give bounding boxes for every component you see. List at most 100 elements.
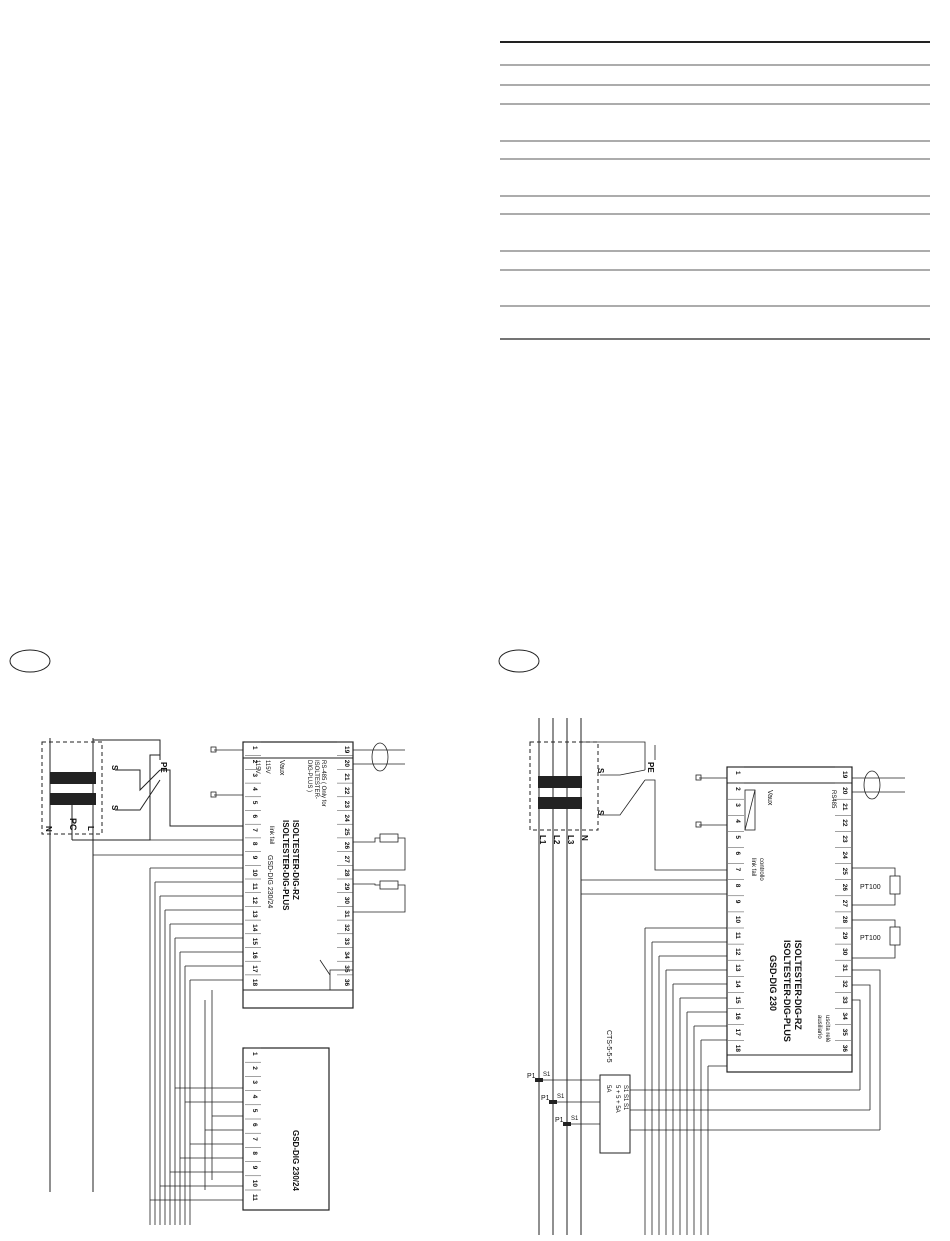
right-top-terminal-26: 26	[841, 884, 848, 892]
left-pc-label: PC	[68, 818, 78, 831]
right-s1-c: S1	[571, 1116, 579, 1122]
left-second-box-title: GSD-DIG 230/24	[291, 1130, 300, 1191]
right-bottom-terminal-5: 5	[734, 835, 741, 839]
right-top-terminal-34: 34	[841, 1013, 848, 1021]
left-vaux-label: Vaux	[278, 760, 285, 776]
left-second-terminal-8: 8	[251, 1151, 258, 1155]
right-top-terminal-29: 29	[841, 932, 848, 940]
right-transformer-box	[529, 741, 599, 831]
right-bottom-terminal-1: 1	[734, 771, 741, 775]
left-bottom-terminal-5: 5	[251, 801, 258, 805]
left-n-label: N	[44, 826, 53, 832]
left-second-terminal-7: 7	[251, 1137, 258, 1141]
right-link-fail-2: link fail	[750, 858, 756, 876]
left-link-fail: link fail	[268, 826, 274, 844]
right-section-badge	[498, 649, 540, 673]
left-bottom-terminal-3: 3	[251, 773, 258, 777]
left-top-terminal-34: 34	[343, 952, 350, 960]
left-bottom-terminal-1: 1	[251, 746, 258, 750]
right-phase-l3: L3	[566, 835, 575, 845]
left-second-terminal-2: 2	[251, 1066, 258, 1070]
left-bottom-terminal-6: 6	[251, 815, 258, 819]
right-box-title-b: ISOLTESTER-DIG-PLUS	[782, 940, 792, 1042]
right-bottom-terminal-8: 8	[734, 884, 741, 888]
left-top-terminal-31: 31	[343, 910, 350, 918]
left-diagram: PE PC N L S S 19202122232425262728293031…	[9, 649, 406, 1225]
left-second-terminal-9: 9	[251, 1166, 258, 1170]
right-phase-n: N	[580, 835, 589, 841]
left-bottom-terminal-8: 8	[251, 842, 258, 846]
right-bottom-terminal-18: 18	[734, 1045, 741, 1053]
left-bottom-terminal-4: 4	[251, 787, 258, 791]
right-relay-1: uscita relè	[824, 1015, 830, 1043]
left-box-title-a: ISOLTESTER-DIG-RZ	[291, 820, 300, 900]
right-p1-a: P1	[527, 1073, 536, 1080]
right-terminal-strips: 1920212223242526272829303132333435361234…	[728, 766, 851, 1053]
left-second-terminal-6: 6	[251, 1123, 258, 1127]
left-bottom-terminal-9: 9	[251, 856, 258, 860]
right-bottom-terminal-16: 16	[734, 1013, 741, 1021]
right-rs485-label: RS485	[830, 790, 836, 809]
right-phase-l2: L2	[552, 835, 561, 845]
right-top-terminal-19: 19	[841, 771, 848, 779]
right-ct-label: CTS-5-5-5	[605, 1030, 612, 1063]
right-ct-row-3: S1 S1 S1	[622, 1085, 628, 1111]
right-link-fail-1: controllo	[758, 858, 764, 881]
left-second-terminal-1: 1	[251, 1052, 258, 1056]
right-bottom-terminal-3: 3	[734, 803, 741, 807]
right-bottom-terminal-14: 14	[734, 980, 741, 988]
left-box-title-b: ISOLTESTER-DIG-PLUS	[281, 820, 290, 911]
right-bottom-terminal-10: 10	[734, 916, 741, 924]
left-terminal-strips: 1920212223242526272829303132333435361234…	[245, 741, 353, 987]
right-p1-b: P1	[541, 1095, 550, 1102]
right-s1-b: S1	[557, 1094, 565, 1100]
left-second-terminal-11: 11	[251, 1194, 258, 1201]
right-top-terminal-36: 36	[841, 1045, 848, 1053]
left-top-terminal-36: 36	[343, 979, 350, 987]
left-bottom-terminal-18: 18	[251, 979, 258, 987]
right-top-terminal-20: 20	[841, 787, 848, 795]
left-top-terminal-23: 23	[343, 801, 350, 809]
right-pt100-b: PT100	[860, 935, 881, 942]
left-bottom-terminal-17: 17	[251, 965, 258, 973]
right-bottom-terminal-11: 11	[734, 932, 741, 939]
left-top-terminal-30: 30	[343, 897, 350, 905]
left-rs485-note-1: RS-485 ( Only for	[320, 760, 326, 807]
right-top-terminal-33: 33	[841, 996, 848, 1004]
right-bottom-terminal-12: 12	[734, 948, 741, 956]
left-top-terminal-20: 20	[343, 760, 350, 768]
right-bottom-terminal-9: 9	[734, 900, 741, 904]
right-pe-label: PE	[646, 762, 655, 773]
right-pt100-a: PT100	[860, 884, 881, 891]
right-top-terminal-31: 31	[841, 964, 848, 972]
left-top-terminal-35: 35	[343, 965, 350, 973]
right-diagram: PE S S L1 L2 L3 N 1920212223242526272829…	[498, 649, 905, 1235]
empty-table	[500, 41, 930, 340]
left-bottom-terminal-2: 2	[251, 760, 258, 764]
right-ct-block	[599, 1074, 631, 1154]
left-device-box	[242, 741, 354, 1009]
left-top-terminal-29: 29	[343, 883, 350, 891]
right-bottom-terminal-13: 13	[734, 964, 741, 972]
left-top-terminal-33: 33	[343, 938, 350, 946]
right-bottom-terminal-2: 2	[734, 787, 741, 791]
left-bottom-terminal-15: 15	[251, 938, 258, 946]
right-box-model: GSD-DIG 230	[768, 955, 778, 1011]
left-top-terminal-28: 28	[343, 869, 350, 877]
right-bottom-terminal-6: 6	[734, 852, 741, 856]
left-bottom-terminal-11: 11	[251, 883, 258, 890]
left-l-label: L	[86, 826, 95, 831]
left-v-high: 115V	[264, 760, 270, 774]
right-device-box	[726, 766, 853, 1073]
right-relay-2: ausiliario	[816, 1015, 822, 1039]
right-top-terminal-30: 30	[841, 948, 848, 956]
right-ct-row-2: 5 + 5 + 5A	[614, 1085, 620, 1113]
right-top-terminal-35: 35	[841, 1029, 848, 1037]
right-top-terminal-25: 25	[841, 868, 848, 876]
right-bottom-terminal-15: 15	[734, 996, 741, 1004]
right-s-upper: S	[596, 768, 605, 774]
left-bottom-terminal-14: 14	[251, 924, 258, 932]
right-bottom-terminal-17: 17	[734, 1029, 741, 1037]
